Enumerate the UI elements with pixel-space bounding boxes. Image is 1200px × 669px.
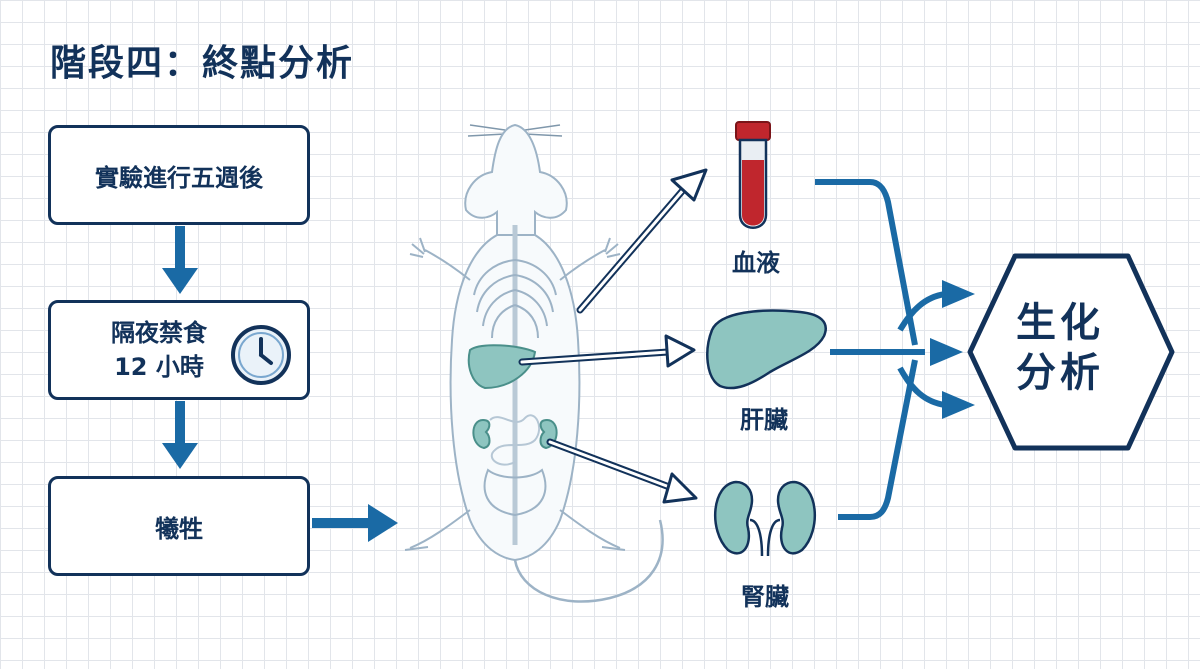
kidneys-icon bbox=[714, 480, 816, 557]
biochemical-analysis-line1: 生化 bbox=[1016, 300, 1104, 346]
step-five-weeks-label: 實驗進行五週後 bbox=[95, 163, 263, 192]
flow-arrow-step2-step3 bbox=[162, 401, 198, 469]
step-sacrifice: 犧牲 bbox=[48, 476, 310, 576]
merge-arrowhead-middle bbox=[930, 338, 963, 366]
blood-tube-icon bbox=[735, 121, 771, 229]
step-five-weeks: 實驗進行五週後 bbox=[48, 125, 310, 225]
liver-icon bbox=[706, 309, 827, 390]
step-fasting-line2: 12 小時 bbox=[114, 353, 204, 381]
step-sacrifice-label: 犧牲 bbox=[155, 514, 203, 543]
kidney-label: 腎臟 bbox=[741, 583, 789, 611]
sample-arrow-blood bbox=[576, 168, 708, 314]
liver-label: 肝臟 bbox=[740, 406, 788, 434]
sample-arrow-kidney bbox=[546, 438, 698, 504]
page-title: 階段四：終點分析 bbox=[50, 43, 355, 84]
merge-arrowhead-bottom bbox=[942, 391, 975, 419]
rat-liver-icon bbox=[467, 344, 537, 390]
biochemical-analysis-line2: 分析 bbox=[1016, 350, 1104, 396]
flow-arrow-sacrifice-to-rat bbox=[312, 504, 398, 542]
step-fasting-line1: 隔夜禁食 bbox=[111, 319, 207, 347]
sample-arrow-liver bbox=[518, 334, 696, 368]
merge-lines bbox=[815, 179, 946, 520]
blood-label: 血液 bbox=[732, 249, 780, 277]
step-overnight-fasting: 隔夜禁食 12 小時 bbox=[48, 300, 310, 400]
rat-left-kidney-icon bbox=[472, 418, 491, 450]
flow-arrow-step1-step2 bbox=[162, 226, 198, 294]
biochemical-analysis-hexagon bbox=[967, 253, 1175, 451]
merge-arrowhead-top bbox=[942, 280, 975, 308]
rat-anatomy-illustration bbox=[404, 123, 664, 603]
biochemical-analysis-label: 生化 分析 bbox=[980, 298, 1140, 398]
clock-icon bbox=[231, 325, 291, 385]
